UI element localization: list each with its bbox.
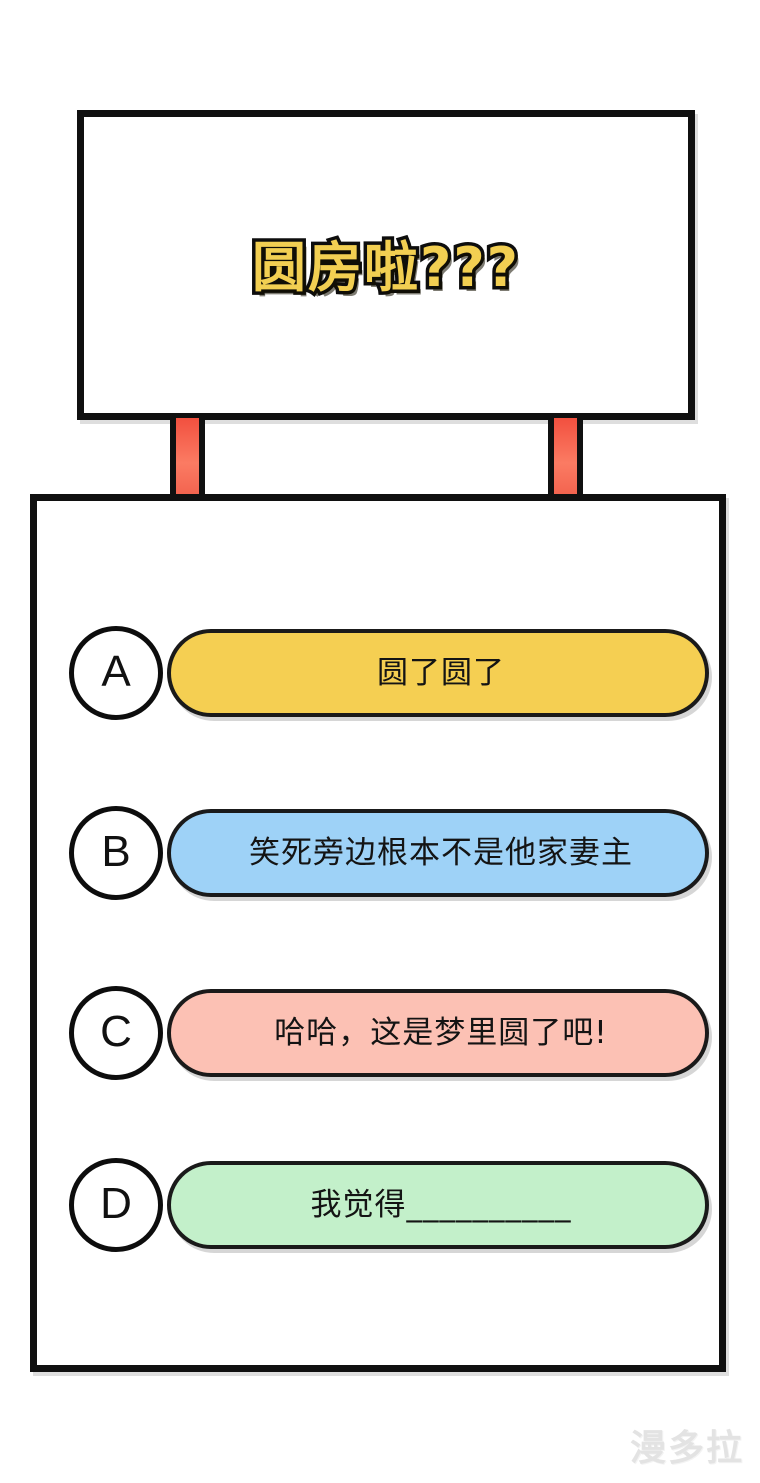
watermark: 漫多拉	[629, 1428, 744, 1469]
option-row-d[interactable]: 我觉得__________ D	[69, 1158, 709, 1252]
page-title: 圆房啦???	[249, 236, 522, 299]
option-letter-b: B	[101, 826, 131, 876]
option-row-a[interactable]: 圆了圆了 A	[69, 626, 709, 720]
option-pill-c[interactable]: 哈哈，这是梦里圆了吧!	[167, 989, 709, 1077]
option-label-b: 笑死旁边根本不是他家妻主	[249, 834, 633, 871]
right-connector-bar	[548, 418, 583, 500]
option-label-c: 哈哈，这是梦里圆了吧!	[274, 1014, 608, 1051]
option-badge-d[interactable]: D	[69, 1158, 163, 1252]
option-letter-a: A	[101, 646, 131, 696]
option-badge-a[interactable]: A	[69, 626, 163, 720]
option-letter-c: C	[100, 1006, 132, 1056]
options-list: 圆了圆了 A 笑死旁边根本不是他家妻主 B 哈哈，这是梦里圆了吧!	[37, 501, 719, 1365]
option-badge-c[interactable]: C	[69, 986, 163, 1080]
option-label-a: 圆了圆了	[377, 654, 505, 691]
option-pill-d[interactable]: 我觉得__________	[167, 1161, 709, 1249]
option-row-c[interactable]: 哈哈，这是梦里圆了吧! C	[69, 986, 709, 1080]
option-row-b[interactable]: 笑死旁边根本不是他家妻主 B	[69, 806, 709, 900]
options-panel: 圆了圆了 A 笑死旁边根本不是他家妻主 B 哈哈，这是梦里圆了吧!	[30, 494, 726, 1372]
title-panel: 圆房啦???	[77, 110, 695, 420]
option-pill-b[interactable]: 笑死旁边根本不是他家妻主	[167, 809, 709, 897]
option-badge-b[interactable]: B	[69, 806, 163, 900]
left-connector-bar	[170, 418, 205, 500]
option-letter-d: D	[100, 1178, 132, 1228]
option-label-d: 我觉得__________	[310, 1186, 572, 1223]
option-pill-a[interactable]: 圆了圆了	[167, 629, 709, 717]
